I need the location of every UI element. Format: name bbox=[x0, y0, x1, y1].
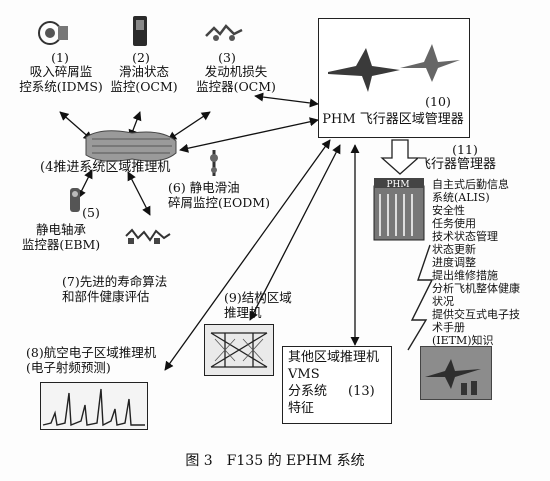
structure-image bbox=[204, 324, 274, 376]
phm-server-label: PHM bbox=[386, 180, 410, 190]
rf-spectrum-chart-image bbox=[40, 382, 148, 430]
engine-loss-label: 发动机损失 监控器(OCM) bbox=[196, 64, 276, 94]
vehicle-manager-item: 状况 bbox=[432, 295, 454, 308]
vehicle-manager-number: (11) bbox=[452, 142, 478, 157]
wireless-link-icon bbox=[407, 244, 434, 351]
other-reasoners-line4: 特征 bbox=[288, 401, 315, 416]
eodm-sensor-image bbox=[206, 148, 222, 178]
life-algorithms-label: (7)先进的寿命算法 和部件健康评估 bbox=[62, 274, 168, 304]
idms-number: (1) bbox=[51, 50, 69, 65]
other-reasoners-line2: VMS bbox=[288, 367, 320, 382]
phm-server-image bbox=[372, 178, 428, 242]
vehicle-manager-item: 安全性 bbox=[432, 204, 465, 217]
ocm-sensor-image bbox=[130, 14, 150, 48]
structures-reasoner-label: (9)结构区域 推理机 bbox=[224, 290, 292, 320]
vehicle-manager-item: 系统(ALIS) bbox=[432, 191, 490, 204]
vehicle-manager-item: 任务使用 bbox=[432, 217, 476, 230]
vehicle-manager-item: (IETM)知识 bbox=[432, 334, 494, 347]
arrow-propulsion-to-manager bbox=[179, 117, 319, 153]
engine-loss-number: (3) bbox=[218, 50, 236, 65]
fighter-jet-image-1 bbox=[326, 44, 402, 96]
phm-manager-label: PHM 飞行器区域管理器 bbox=[322, 112, 464, 127]
arrow-sensors-to-manager bbox=[254, 92, 319, 108]
vehicle-manager-label: 飞行器管理器 bbox=[418, 157, 497, 172]
vehicle-manager-items: 自主式后勤信息 系统(ALIS) 安全性 任务使用 技术状态管理 状态更新 进度… bbox=[432, 178, 548, 347]
ocm-number: (2) bbox=[132, 50, 150, 65]
arrow-manager-to-structures bbox=[249, 144, 341, 321]
other-reasoners-line3: 分系统 bbox=[288, 384, 328, 399]
vehicle-manager-item: 术手册 bbox=[432, 321, 465, 334]
other-reasoners-line1: 其他区域推理机 bbox=[288, 350, 380, 365]
hollow-arrow-to-vehicle-manager bbox=[380, 139, 420, 175]
vehicle-manager-item: 分析飞机整体健康 bbox=[432, 282, 520, 295]
eodm-label: (6) 静电滑油 碎屑监控(EODM) bbox=[168, 180, 270, 210]
figure-caption: 图 3 F135 的 EPHM 系统 bbox=[185, 453, 365, 469]
vehicle-manager-item: 技术状态管理 bbox=[432, 230, 498, 243]
ebm-sensor-image bbox=[66, 186, 84, 214]
idms-label: 吸入碎屑监 控系统(IDMS) bbox=[19, 64, 103, 94]
engine-loss-sensor-image bbox=[204, 22, 246, 44]
vehicle-manager-item: 进度调整 bbox=[432, 256, 476, 269]
ebm-number: (5) bbox=[82, 205, 100, 220]
engine-image bbox=[82, 125, 180, 167]
propulsion-reasoner-label: (4推进系统区域推理机 bbox=[40, 160, 171, 175]
other-reasoners-number: (13) bbox=[348, 384, 375, 399]
other-reasoners-box bbox=[282, 346, 392, 424]
vehicle-manager-item: 状态更新 bbox=[432, 243, 476, 256]
ocm-label: 滑油状态 监控(OCM) bbox=[110, 64, 178, 94]
arrow-idms-to-propulsion bbox=[59, 111, 93, 141]
eodm-debris-image bbox=[124, 226, 172, 246]
avionics-reasoner-label: (8)航空电子区域推理机 (电子射频预测) bbox=[26, 345, 157, 375]
vehicle-manager-item: 提供交互式电子技 bbox=[432, 308, 520, 321]
vehicle-manager-item: 自主式后勤信息 bbox=[432, 178, 509, 191]
ebm-label: 静电轴承 监控器(EBM) bbox=[21, 222, 101, 252]
arrow-propulsion-to-eodm bbox=[127, 171, 151, 216]
vehicle-manager-item: 提出维修措施 bbox=[432, 269, 498, 282]
phm-air-vehicle-manager-box bbox=[318, 18, 470, 138]
fighter-jet-image-2 bbox=[398, 38, 462, 84]
maintenance-scene-image bbox=[420, 346, 492, 400]
arrow-propulsion-to-ebm bbox=[77, 169, 93, 199]
idms-sensor-image bbox=[36, 18, 70, 48]
phm-manager-number: (10) bbox=[425, 94, 451, 109]
